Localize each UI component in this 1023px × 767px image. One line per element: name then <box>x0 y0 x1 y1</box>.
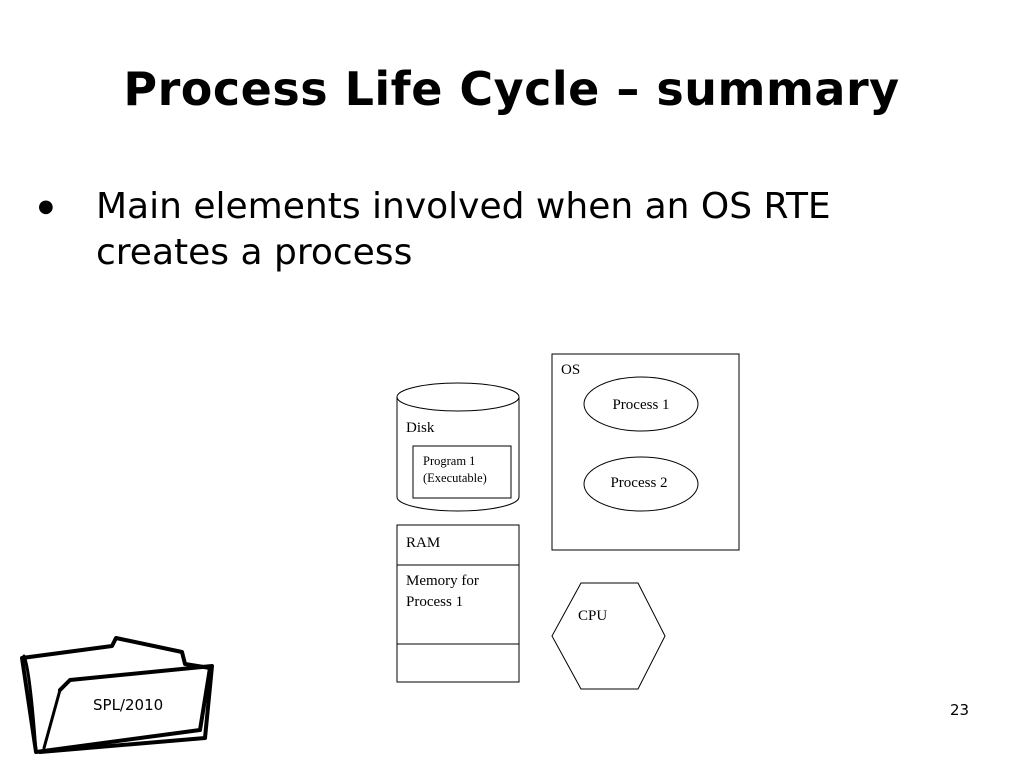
cpu-hexagon: CPU <box>551 582 666 690</box>
os-label: OS <box>561 362 580 378</box>
process-1-label: Process 1 <box>612 397 669 413</box>
page-number: 23 <box>950 701 970 719</box>
folder-logo-icon <box>20 636 214 754</box>
bullet-text: Main elements involved when an OS RTE cr… <box>96 186 831 273</box>
process-2-label: Process 2 <box>610 475 667 491</box>
disk-label: Disk <box>406 420 435 436</box>
process-1-ellipse <box>583 376 699 432</box>
process-2-ellipse <box>583 456 699 512</box>
ram-box: RAM Memory for Process 1 <box>396 524 520 683</box>
ram-memory-line2: Process 1 <box>406 594 463 610</box>
program-name: Program 1 <box>423 454 475 468</box>
cpu-label: CPU <box>578 608 607 624</box>
ram-memory-line1: Memory for <box>406 573 479 589</box>
footer-label: SPL/2010 <box>93 696 164 714</box>
disk-cylinder: Disk Program 1 (Executable) <box>396 382 520 512</box>
os-box: OS Process 1 Process 2 <box>551 353 740 551</box>
program-type: (Executable) <box>423 471 487 485</box>
slide-title: Process Life Cycle – summary <box>123 62 900 116</box>
bullet-point-icon: ● <box>38 196 54 217</box>
ram-label: RAM <box>406 535 440 551</box>
program-box <box>412 445 512 499</box>
